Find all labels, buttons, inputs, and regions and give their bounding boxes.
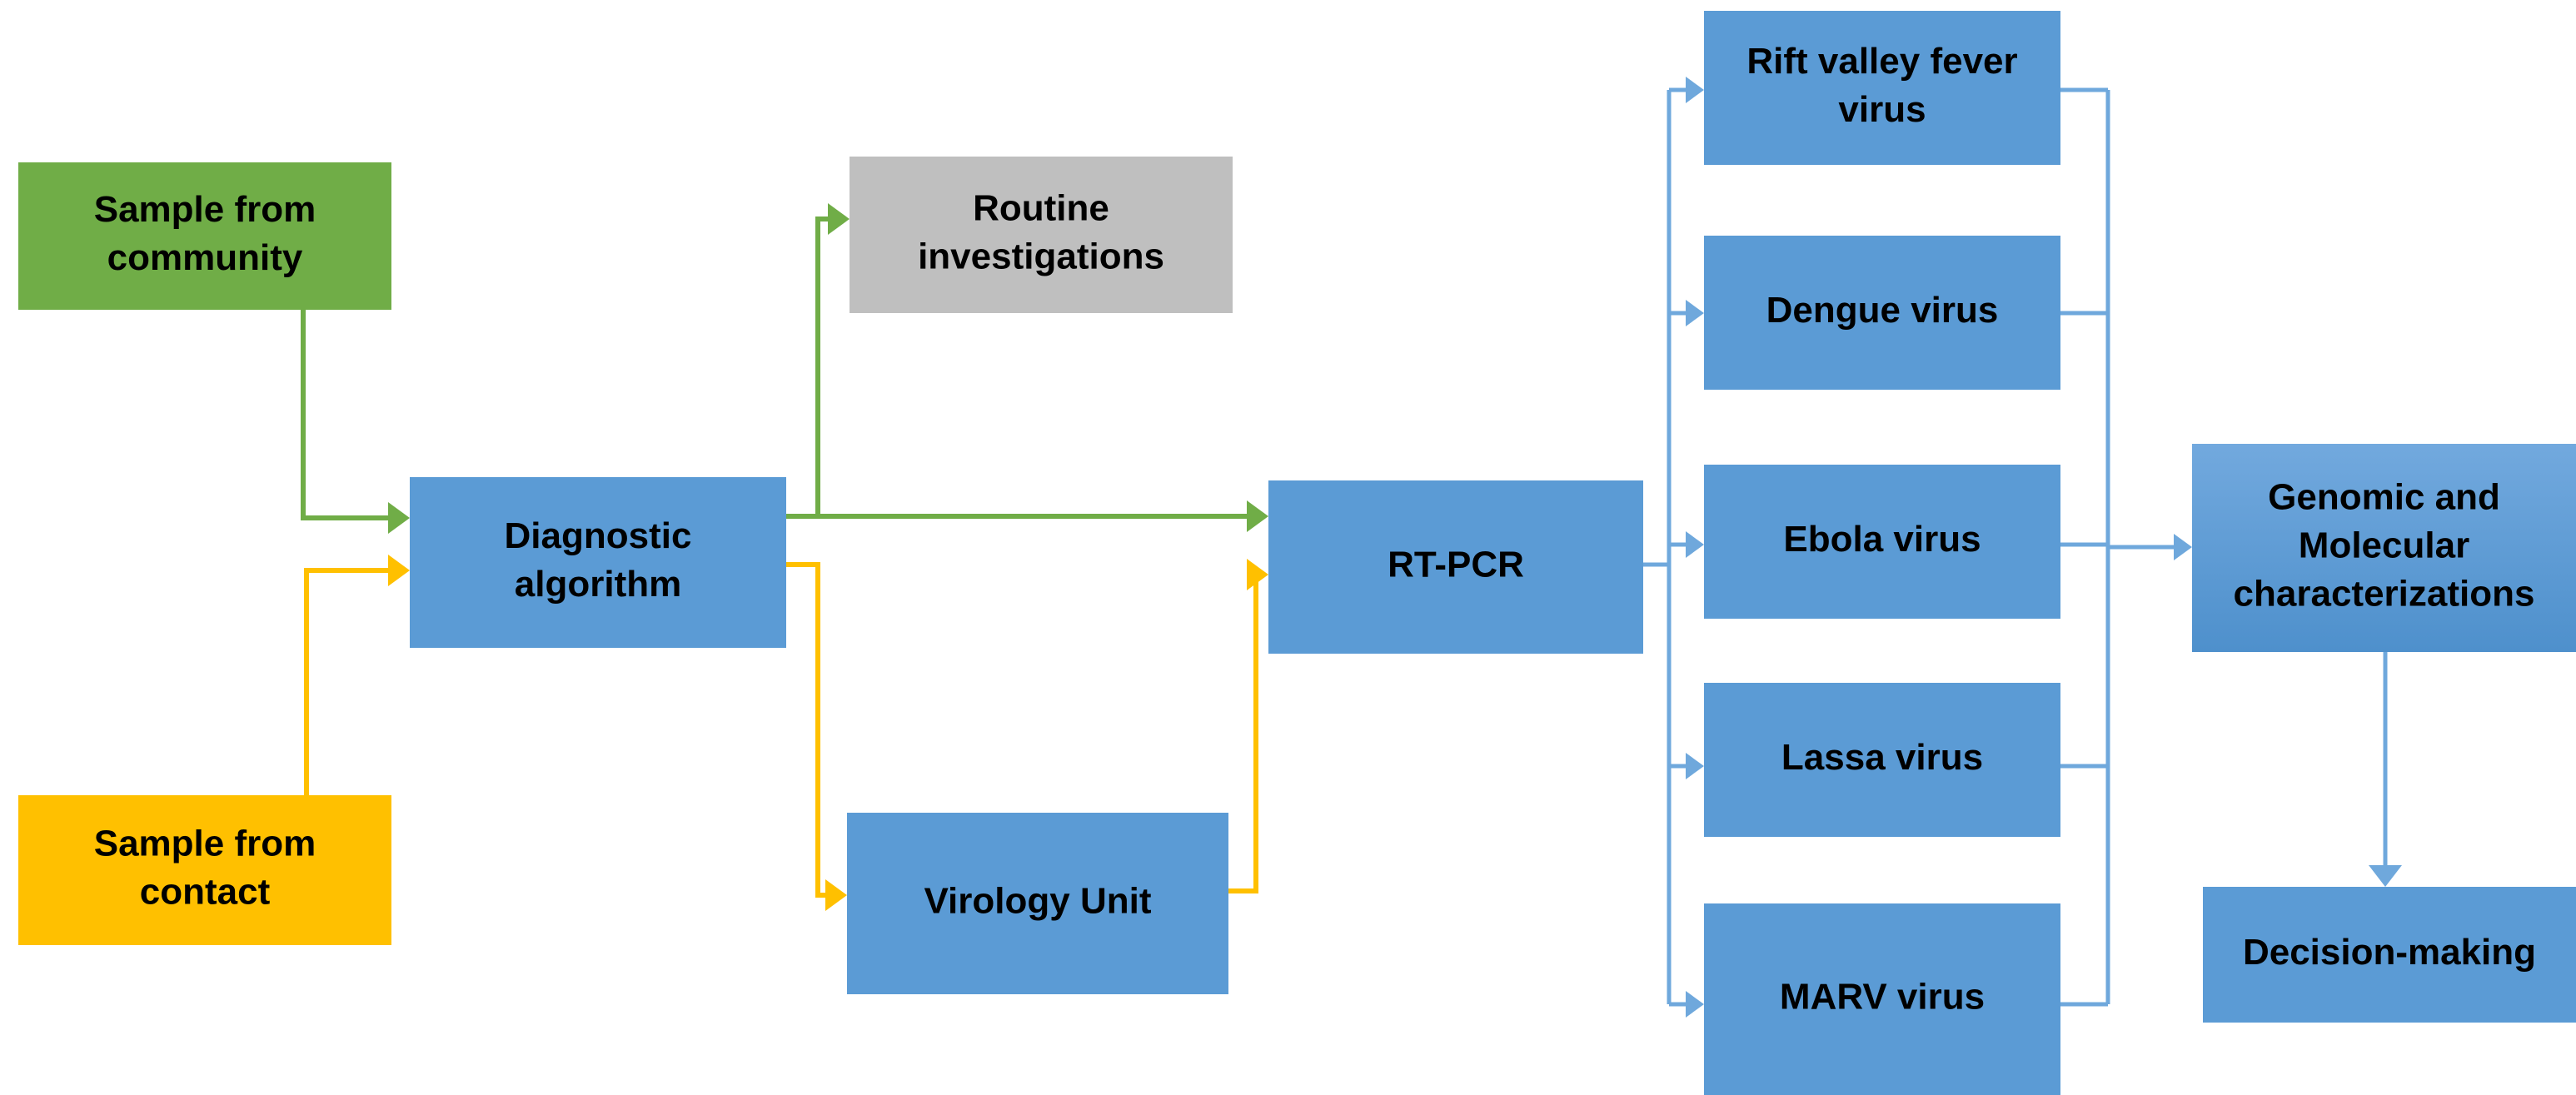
node-sample-from-community[interactable]: Sample from community: [18, 162, 391, 310]
edge-line: [1228, 572, 1258, 893]
arrow-head-icon: [388, 555, 410, 586]
node-sample-from-contact[interactable]: Sample from contact: [18, 795, 391, 945]
arrow-head-icon: [388, 502, 410, 534]
node-marv-virus[interactable]: MARV virus: [1704, 903, 2060, 1095]
edge-trunk-to-ebola: [1669, 531, 1704, 558]
node-label: Virology Unit: [924, 881, 1152, 922]
node-box[interactable]: [410, 477, 786, 648]
node-label: MARV virus: [1780, 977, 1985, 1018]
arrow-head-icon: [1686, 300, 1704, 326]
node-label: community: [107, 237, 303, 278]
edge-line: [2060, 87, 2110, 1007]
node-label: contact: [140, 872, 271, 913]
node-lassa-virus[interactable]: Lassa virus: [1704, 683, 2060, 837]
node-diagnostic-algorithm[interactable]: Diagnostic algorithm: [410, 477, 786, 648]
edges-layer: [301, 77, 2402, 1018]
arrow-head-icon: [1686, 77, 1704, 103]
edge-line: [301, 310, 391, 520]
edge-genomic-to-decision: [2369, 652, 2402, 887]
node-rt-pcr[interactable]: RT-PCR: [1268, 480, 1643, 654]
edge-rtpcr-trunk: [1643, 90, 1672, 1004]
arrow-head-icon: [825, 879, 847, 911]
edge-trunk-to-marv: [1669, 991, 1704, 1018]
node-box[interactable]: [1704, 465, 2060, 619]
node-label: characterizations: [2234, 574, 2535, 615]
arrow-head-icon: [2369, 865, 2402, 887]
node-label: virus: [1838, 89, 1926, 130]
node-label: Molecular: [2299, 525, 2469, 566]
arrow-head-icon: [1686, 753, 1704, 779]
node-box[interactable]: [1704, 236, 2060, 390]
arrow-head-icon: [1686, 531, 1704, 558]
node-ebola-virus[interactable]: Ebola virus: [1704, 465, 2060, 619]
edge-diagnostic-to-rtpcr: [786, 500, 1268, 532]
node-label: Sample from: [94, 824, 316, 864]
edge-collector-to-genomic: [2108, 534, 2192, 560]
arrow-head-icon: [1686, 991, 1704, 1018]
node-box[interactable]: [1704, 683, 2060, 837]
edge-diagnostic-to-virology: [786, 562, 847, 911]
node-label: Lassa virus: [1781, 737, 1983, 778]
node-box[interactable]: [847, 813, 1228, 994]
edge-diagnostic-to-routine: [786, 203, 850, 519]
node-box[interactable]: [850, 157, 1233, 313]
edge-virology-to-rtpcr: [1228, 559, 1268, 893]
node-label: Rift valley fever: [1746, 41, 2017, 82]
node-label: Decision-making: [2243, 932, 2536, 973]
arrow-head-icon: [1247, 500, 1268, 532]
node-box[interactable]: [18, 162, 391, 310]
node-box[interactable]: [1268, 480, 1643, 654]
edge-line: [786, 217, 831, 519]
edge-contact-to-diagnostic: [304, 555, 410, 795]
node-rift-valley-fever-virus[interactable]: Rift valley fever virus: [1704, 11, 2060, 165]
edge-line: [786, 562, 829, 898]
arrow-head-icon: [828, 203, 850, 235]
edge-trunk-to-dengue: [1669, 300, 1704, 326]
edge-line: [304, 568, 391, 795]
node-label: Sample from: [94, 189, 316, 230]
node-label: Genomic and: [2268, 477, 2500, 518]
arrow-head-icon: [1247, 559, 1268, 590]
node-box[interactable]: [1704, 903, 2060, 1095]
edge-community-to-diagnostic: [301, 310, 410, 534]
node-box[interactable]: [18, 795, 391, 945]
node-box[interactable]: [2203, 887, 2576, 1023]
node-label: algorithm: [515, 564, 681, 605]
node-virology-unit[interactable]: Virology Unit: [847, 813, 1228, 994]
node-dengue-virus[interactable]: Dengue virus: [1704, 236, 2060, 390]
arrow-head-icon: [2174, 534, 2192, 560]
node-label: investigations: [918, 236, 1164, 277]
edge-trunk-to-rift-valley: [1669, 77, 1704, 103]
node-decision-making[interactable]: Decision-making: [2203, 887, 2576, 1023]
node-label: Routine: [973, 188, 1109, 229]
edge-line: [1643, 90, 1672, 1004]
node-box[interactable]: [2192, 444, 2576, 652]
node-routine-investigations[interactable]: Routine investigations: [850, 157, 1233, 313]
node-box[interactable]: [1704, 11, 2060, 165]
node-label: Dengue virus: [1766, 290, 1999, 331]
node-label: Ebola virus: [1783, 519, 1981, 560]
node-label: RT-PCR: [1388, 545, 1524, 585]
edge-virus-collector-trunk: [2060, 87, 2110, 1007]
edge-trunk-to-lassa: [1669, 753, 1704, 779]
node-label: Diagnostic: [505, 515, 692, 556]
